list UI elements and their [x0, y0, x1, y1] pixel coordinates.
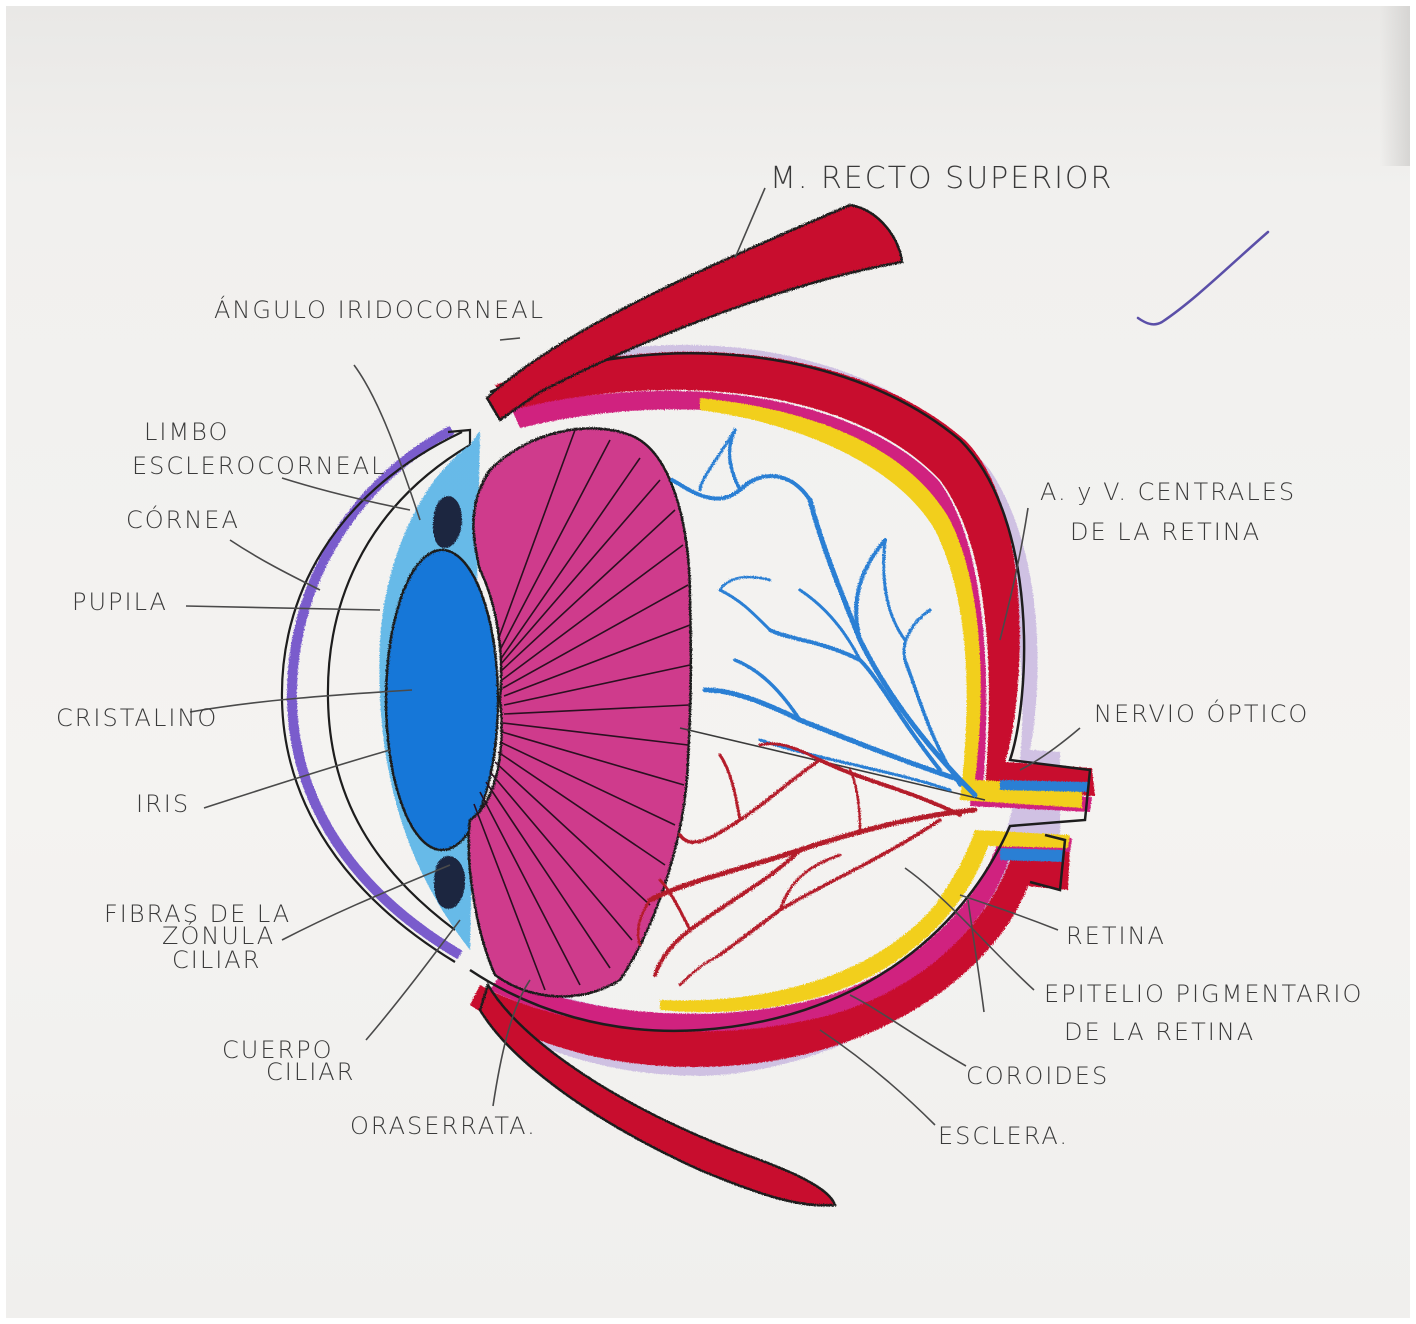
label-cornea: CÓRNEA: [126, 504, 240, 534]
label-epitelio-line2: DE LA RETINA: [1064, 1018, 1255, 1046]
label-esclera: ESCLERA.: [938, 1122, 1069, 1150]
lens: [386, 550, 498, 850]
label-nervio-optico: NERVIO ÓPTICO: [1094, 698, 1309, 728]
label-limbo-line1: LIMBO: [144, 418, 229, 446]
label-arteria-line1: A. y V. CENTRALES: [1040, 478, 1296, 506]
label-epitelio-line1: EPITELIO PIGMENTARIO: [1044, 980, 1363, 1008]
label-pupila: PUPILA: [72, 588, 168, 616]
label-angulo-iridocorneal: ÁNGULO IRIDOCORNEAL: [214, 295, 545, 324]
label-iris: IRIS: [136, 790, 190, 818]
label-cristalino: CRISTALINO: [56, 704, 218, 732]
label-oraserrata: ORASERRATA.: [350, 1112, 537, 1140]
label-retina: RETINA: [1066, 922, 1166, 950]
ciliary-body: [469, 428, 691, 996]
label-recto-superior: M. RECTO SUPERIOR: [770, 161, 1113, 196]
check-mark-icon: [1138, 232, 1268, 324]
label-cuerpo-line2: CILIAR: [266, 1058, 355, 1086]
label-fibras-line3: CILIAR: [172, 946, 261, 974]
label-arteria-line2: DE LA RETINA: [1070, 518, 1261, 546]
optic-nerve-blue: [1000, 780, 1088, 792]
optic-nerve-blue-lower: [1000, 848, 1064, 862]
label-coroides: COROIDES: [966, 1062, 1109, 1090]
label-limbo-line2: ESCLEROCORNEAL: [132, 452, 387, 480]
